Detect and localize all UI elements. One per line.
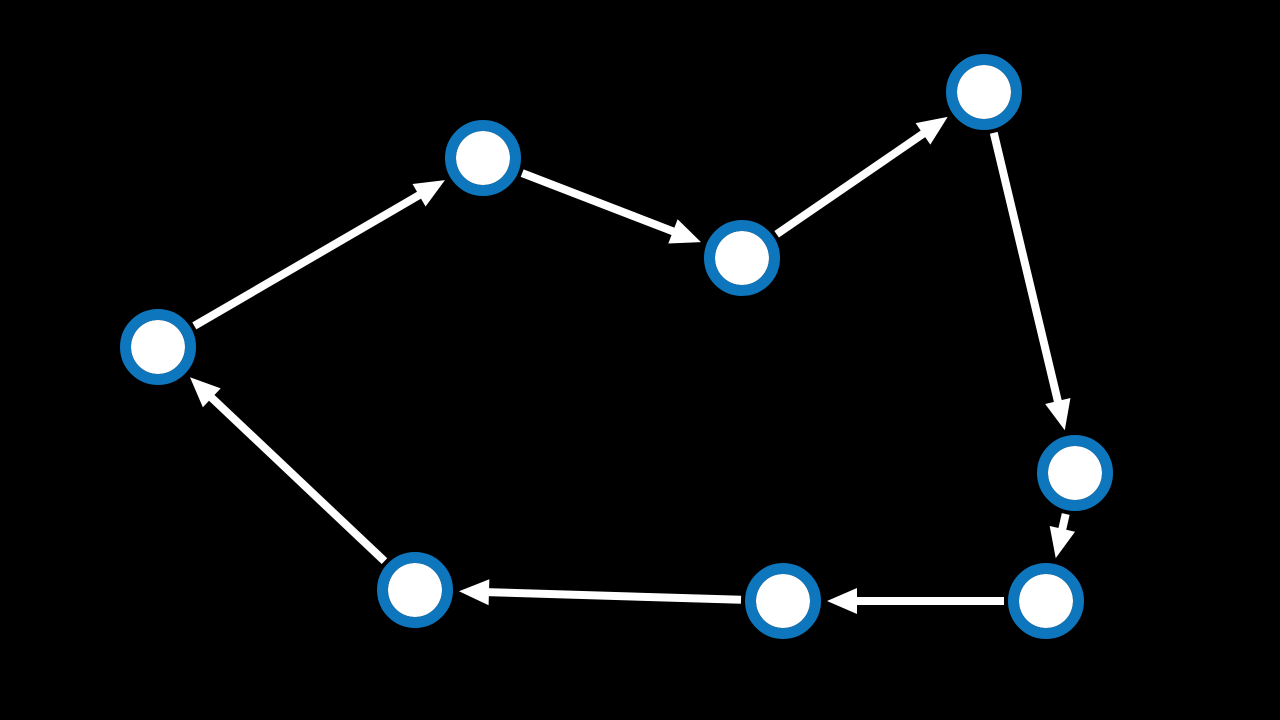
graph-node[interactable] [745, 563, 821, 639]
node-fill [456, 131, 510, 185]
node-ring [1008, 563, 1084, 639]
node-ring [1037, 435, 1113, 511]
node-ring [377, 552, 453, 628]
graph-edge [774, 116, 948, 238]
edge-arrowhead [412, 180, 445, 207]
node-fill [388, 563, 442, 617]
edge-shaft [1058, 513, 1070, 532]
edge-shaft [989, 131, 1063, 404]
node-layer [120, 54, 1113, 639]
graph-node[interactable] [120, 309, 196, 385]
graph-edge [989, 131, 1071, 431]
graph-node[interactable] [1037, 435, 1113, 511]
node-fill [957, 65, 1011, 119]
node-fill [756, 574, 810, 628]
node-fill [1048, 446, 1102, 500]
graph-edge [458, 579, 742, 606]
node-ring [946, 54, 1022, 130]
graph-node[interactable] [946, 54, 1022, 130]
graph-node[interactable] [1008, 563, 1084, 639]
node-fill [131, 320, 185, 374]
graph-edge [520, 169, 701, 244]
edge-layer [189, 116, 1076, 614]
graph-node[interactable] [377, 552, 453, 628]
graph-edge [1049, 513, 1076, 559]
edge-arrowhead [915, 116, 948, 145]
edge-arrowhead [189, 377, 221, 408]
edge-shaft [486, 588, 742, 604]
graph-node[interactable] [445, 120, 521, 196]
graph-edge [192, 180, 445, 330]
edge-arrowhead [668, 219, 701, 244]
node-ring [745, 563, 821, 639]
edge-arrowhead [1049, 525, 1076, 559]
node-fill [1019, 574, 1073, 628]
graph-edge [189, 377, 388, 565]
edge-arrowhead [1045, 398, 1071, 431]
graph-edge [827, 588, 1004, 614]
graph-node[interactable] [704, 220, 780, 296]
node-fill [715, 231, 769, 285]
edge-shaft [207, 393, 388, 565]
node-ring [445, 120, 521, 196]
edge-shaft [520, 169, 677, 236]
edge-shaft [774, 129, 927, 238]
edge-arrowhead [458, 579, 490, 606]
edge-arrowhead [827, 588, 857, 614]
edge-shaft [192, 190, 423, 330]
node-ring [120, 309, 196, 385]
node-ring [704, 220, 780, 296]
